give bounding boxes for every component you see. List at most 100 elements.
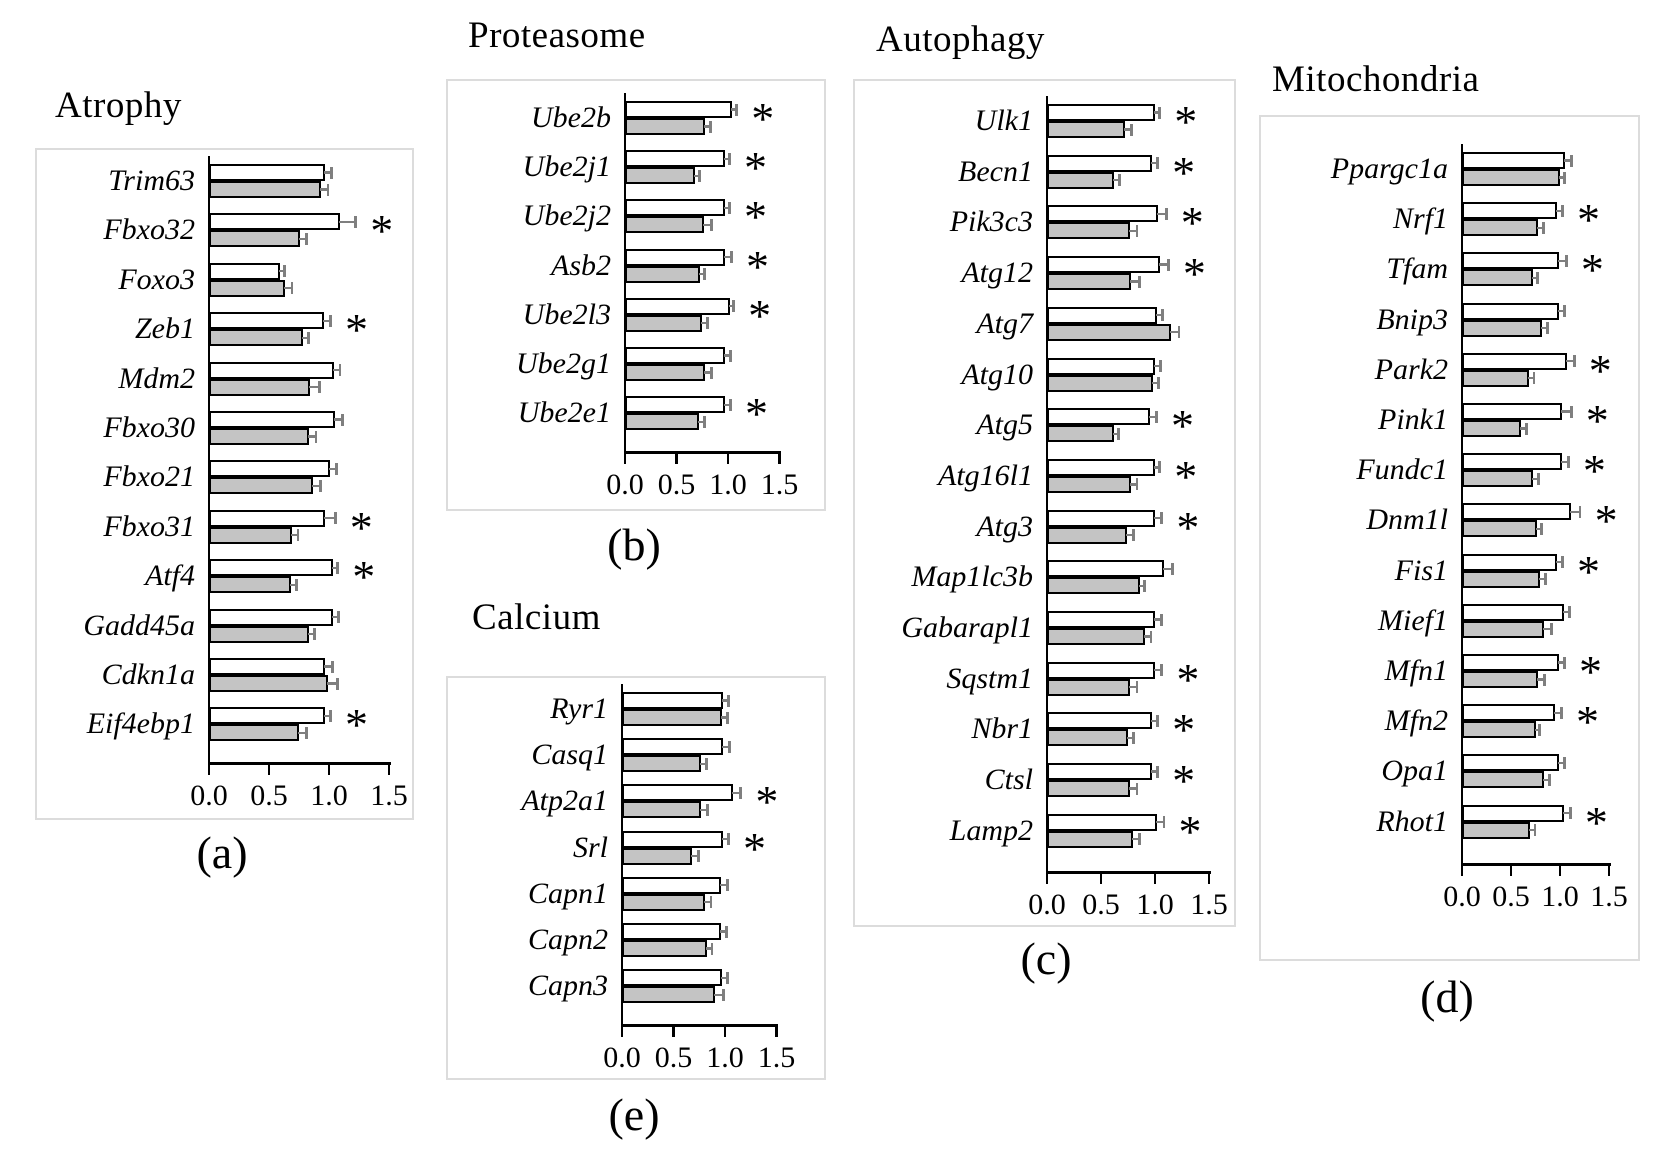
error-bar-cap xyxy=(1569,405,1573,418)
x-axis-tick xyxy=(327,762,331,775)
error-bar-line xyxy=(713,993,723,996)
error-bar-line xyxy=(1150,770,1158,773)
error-bar-line xyxy=(1150,719,1158,723)
x-axis-tick-label: 1.0 xyxy=(310,779,348,812)
gray-bar xyxy=(625,216,705,234)
x-axis-tick xyxy=(1153,871,1157,884)
panel-title: Calcium xyxy=(472,597,601,638)
x-axis-tick xyxy=(723,1024,727,1037)
significance-asterisk: * xyxy=(1580,244,1604,296)
gene-label: Nrf1 xyxy=(1392,202,1448,236)
white-bar xyxy=(1047,509,1155,527)
gray-bar xyxy=(625,413,700,431)
error-bar-line xyxy=(1519,427,1526,430)
white-bar xyxy=(209,213,340,231)
x-axis-tick xyxy=(726,451,730,464)
error-bar-line xyxy=(1565,360,1574,363)
error-bar-cap xyxy=(1132,731,1136,744)
error-bar-cap xyxy=(329,709,332,722)
x-axis-tick-label: 0.0 xyxy=(606,468,644,501)
error-bar-cap xyxy=(710,942,714,955)
x-axis-tick-label: 1.5 xyxy=(1190,888,1228,921)
x-axis-tick-label: 0.5 xyxy=(657,468,696,501)
error-bar-cap xyxy=(330,166,333,179)
significance-asterisk: * xyxy=(748,289,772,341)
error-bar-line xyxy=(700,808,708,812)
white-bar xyxy=(209,411,335,428)
error-bar-cap xyxy=(296,529,300,542)
error-bar-cap xyxy=(331,660,335,673)
white-bar xyxy=(209,262,280,280)
x-axis-line xyxy=(623,451,782,454)
white-bar xyxy=(1047,560,1164,578)
white-bar xyxy=(625,396,725,414)
gene-label: Ube2g1 xyxy=(516,347,611,380)
error-bar-cap xyxy=(1161,309,1165,322)
significance-asterisk: * xyxy=(370,205,394,257)
significance-asterisk: * xyxy=(349,501,373,553)
gene-label: Atg3 xyxy=(976,509,1033,543)
x-axis-tick-label: 0.0 xyxy=(1443,880,1481,913)
significance-asterisk: * xyxy=(746,240,770,292)
white-bar xyxy=(1047,104,1155,121)
error-bar-cap xyxy=(1536,271,1540,284)
error-bar-cap xyxy=(1171,562,1174,575)
error-bar-line xyxy=(298,731,306,735)
error-bar-line xyxy=(691,854,699,858)
gray-bar xyxy=(209,329,303,347)
gene-label: Atg5 xyxy=(976,408,1033,442)
error-bar-line xyxy=(1539,577,1546,581)
gray-bar xyxy=(209,526,292,544)
error-bar-cap xyxy=(728,201,731,214)
error-bar-cap xyxy=(1159,360,1163,372)
gray-bar xyxy=(1462,671,1539,688)
x-axis-tick xyxy=(1558,863,1562,876)
error-bar-line xyxy=(1154,516,1162,520)
x-axis-tick xyxy=(672,1024,675,1037)
error-bar-line xyxy=(704,371,712,374)
error-bar-line xyxy=(332,368,340,372)
error-bar-cap xyxy=(1540,522,1544,535)
white-bar xyxy=(622,923,721,940)
white-bar xyxy=(622,876,721,894)
error-bar-line xyxy=(723,157,729,160)
error-bar-line xyxy=(703,223,712,227)
white-bar xyxy=(1462,252,1560,270)
white-bar xyxy=(1462,603,1564,621)
white-bar xyxy=(625,248,725,266)
error-bar-line xyxy=(721,699,729,702)
gray-bar xyxy=(1462,219,1539,237)
error-bar-cap xyxy=(1537,472,1541,485)
error-bar-line xyxy=(704,125,711,128)
white-bar xyxy=(1047,763,1152,781)
error-bar-line xyxy=(732,791,741,795)
error-bar-cap xyxy=(1524,422,1528,435)
gray-bar xyxy=(625,167,696,185)
significance-asterisk: * xyxy=(1178,805,1202,857)
error-bar-line xyxy=(307,632,315,636)
y-axis-line xyxy=(207,156,211,764)
error-bar-cap xyxy=(698,169,701,182)
significance-asterisk: * xyxy=(1594,495,1618,547)
white-bar xyxy=(1462,453,1562,471)
error-bar-line xyxy=(720,716,728,719)
white-bar xyxy=(622,969,722,987)
white-bar xyxy=(209,509,326,527)
white-bar xyxy=(1462,704,1556,722)
significance-asterisk: * xyxy=(751,93,775,144)
error-bar-line xyxy=(331,566,338,569)
error-bar-line xyxy=(1154,111,1160,114)
gene-label: Ube2j2 xyxy=(522,199,611,233)
white-bar xyxy=(622,738,723,756)
gray-bar xyxy=(1462,369,1529,387)
gray-bar xyxy=(209,428,309,445)
gene-label: Capn1 xyxy=(527,876,608,910)
error-bar-cap xyxy=(336,561,339,574)
error-bar-line xyxy=(729,305,734,308)
gray-bar xyxy=(1462,721,1536,739)
gray-bar xyxy=(1047,323,1172,341)
